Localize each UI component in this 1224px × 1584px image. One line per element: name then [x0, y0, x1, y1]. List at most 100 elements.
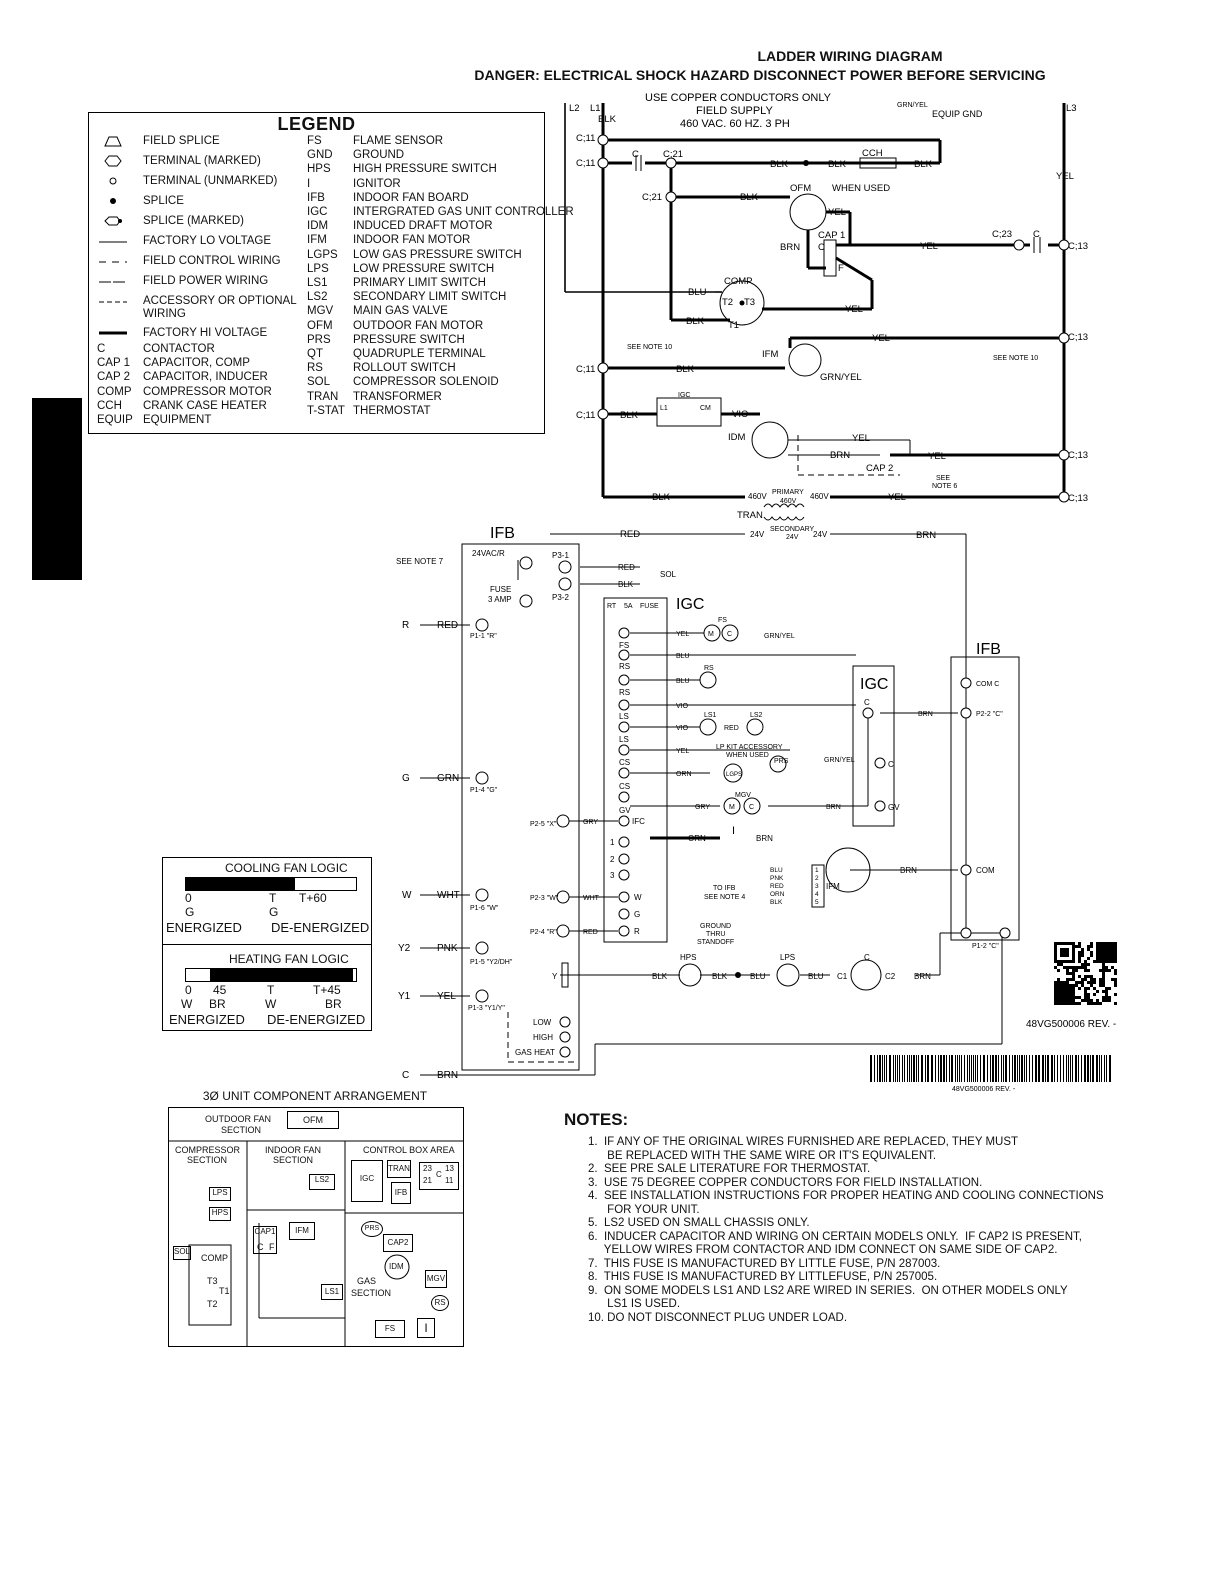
legend-abbrev-desc: CONTACTOR — [143, 343, 215, 355]
p24-label: P2-4 "R" — [530, 929, 557, 936]
arr-q13: 13 — [445, 1164, 454, 1173]
igc2-c1: C — [864, 698, 870, 707]
vac-label: 24VAC/R — [472, 549, 505, 558]
amp-label: 3 AMP — [488, 595, 512, 604]
rs-label-a: RS — [619, 662, 630, 671]
y1-label: Y1 — [398, 991, 411, 1002]
tap-24a: 24V — [750, 530, 765, 539]
ifm-pin: 5 — [815, 899, 819, 906]
p14-label: P1-4 "G" — [470, 787, 498, 794]
legend-abbrev-desc: IGNITOR — [353, 177, 401, 190]
heat-energized: ENERGIZED — [169, 1012, 245, 1027]
cooling-bar-fill — [186, 878, 295, 890]
c21-a: C;21 — [663, 149, 683, 160]
arr-sol: SOL — [173, 1246, 191, 1260]
note-line: 4. SEE INSTALLATION INSTRUCTIONS FOR PRO… — [588, 1190, 1104, 1202]
arr-q21: 21 — [423, 1176, 432, 1185]
legend-abbrev-desc: INTERGRATED GAS UNIT CONTROLLER — [353, 206, 574, 218]
mgv-label: MGV — [735, 792, 751, 799]
cap1-yel: YEL — [920, 241, 938, 252]
rt-label: RT — [607, 603, 617, 610]
note-line: 2. SEE PRE SALE LITERATURE FOR THERMOSTA… — [588, 1163, 871, 1175]
legend-abbrev-code: IFM — [307, 234, 327, 247]
legend-symbol-label: TERMINAL (UNMARKED) — [143, 175, 278, 187]
ifm-wire-color: BLK — [770, 899, 783, 906]
heating-bar-fill — [209, 969, 353, 981]
arr-prs: PRS — [361, 1221, 383, 1237]
p31-label: P3-1 — [552, 551, 569, 560]
ifb2-p22c: P2-2 "C" — [976, 711, 1003, 718]
legend-abbrev-code: I — [307, 177, 311, 190]
legend-abbrev-desc: PRESSURE SWITCH — [353, 333, 465, 346]
arr-lps: LPS — [209, 1187, 231, 1201]
ifm-wire-color: BLU — [770, 867, 783, 874]
legend-abbrev-desc: CRANK CASE HEATER — [143, 399, 267, 412]
cool-g1: G — [185, 905, 195, 919]
fs-grnyel: GRN/YEL — [764, 633, 795, 640]
c-coil-label: C — [864, 953, 870, 962]
p25-gry: GRY — [583, 819, 598, 826]
legend-abbrev-code: LS1 — [307, 277, 328, 289]
idm-label: IDM — [728, 432, 746, 443]
l2-label: L2 — [569, 103, 580, 114]
barcode-text: 48VG500006 REV. - — [952, 1086, 1016, 1093]
legend-symbol-label: ACCESSORY OR OPTIONAL — [143, 295, 297, 307]
igc-l1: L1 — [660, 405, 668, 412]
heat-br2: BR — [325, 997, 342, 1011]
legend-abbrev-code: GND — [307, 149, 333, 162]
igc2-title: IGC — [860, 676, 888, 693]
igc-vio: VIO — [732, 409, 748, 420]
heating-bar — [185, 968, 357, 982]
equip-gnd: EQUIP GND — [932, 109, 983, 119]
comp-t3: T3 — [744, 297, 755, 308]
ls-red: RED — [724, 725, 739, 732]
arr-cap1: CAP1 — [253, 1226, 277, 1254]
ls-vio1: VIO — [676, 703, 689, 710]
comp-blu: BLU — [688, 287, 707, 298]
l3-label: L3 — [1066, 103, 1077, 114]
r-pin: R — [634, 927, 640, 936]
l1-blk: BLK — [598, 114, 617, 125]
tap-460a: 460V — [748, 492, 767, 501]
ifm-pin: 2 — [815, 875, 819, 882]
arr-t2: T2 — [207, 1299, 218, 1309]
c13-c: C;13 — [1068, 450, 1088, 461]
comp-yel: YEL — [845, 304, 863, 315]
legend-abbrev-desc: LOW PRESSURE SWITCH — [353, 262, 495, 275]
arr-t3: T3 — [207, 1276, 218, 1286]
legend-abbrev-desc: OUTDOOR FAN MOTOR — [353, 319, 484, 332]
fuse2-label: FUSE — [640, 603, 659, 610]
mgv-c: C — [749, 804, 754, 811]
legend-abbrev-code: CCH — [97, 399, 122, 412]
y1-yel: YEL — [437, 991, 456, 1002]
heat-w2: W — [265, 997, 277, 1011]
legend-symbol-label: FIELD CONTROL WIRING — [143, 255, 281, 267]
hps-label: HPS — [680, 953, 696, 962]
blk-ofm: BLK — [740, 192, 759, 203]
rs-top: RS — [704, 665, 714, 672]
sol-label: SOL — [660, 570, 677, 579]
pin1-label: 1 — [610, 838, 615, 847]
arr-q23: 23 — [423, 1164, 432, 1173]
r-red: RED — [437, 620, 458, 631]
notes: NOTES: 1. IF ANY OF THE ORIGINAL WIRES F… — [564, 1110, 1164, 1325]
legend-abbrev-desc: QUADRUPLE TERMINAL — [353, 348, 486, 360]
ifm-wire-color: PNK — [770, 875, 784, 882]
c-label: C — [402, 1070, 409, 1081]
p32-label: P3-2 — [552, 593, 569, 602]
hps-blk: BLK — [712, 972, 728, 981]
c2-label: C2 — [885, 972, 896, 981]
ifm-pin: 3 — [815, 883, 819, 890]
note-line: 5. LS2 USED ON SMALL CHASSIS ONLY. — [588, 1217, 810, 1229]
rs-blu2: BLU — [676, 678, 690, 685]
c11-a: C;11 — [576, 133, 595, 144]
arr-ofm: OFM — [287, 1111, 339, 1129]
cs-label-b: CS — [619, 782, 630, 791]
arr-idm: IDM — [389, 1262, 404, 1271]
igc-small: IGC — [678, 392, 690, 399]
note10-left: SEE NOTE 10 — [627, 344, 672, 351]
lp-when-used: WHEN USED — [726, 752, 769, 759]
legend-title: LEGEND — [277, 114, 356, 134]
w-wht: WHT — [437, 890, 460, 901]
